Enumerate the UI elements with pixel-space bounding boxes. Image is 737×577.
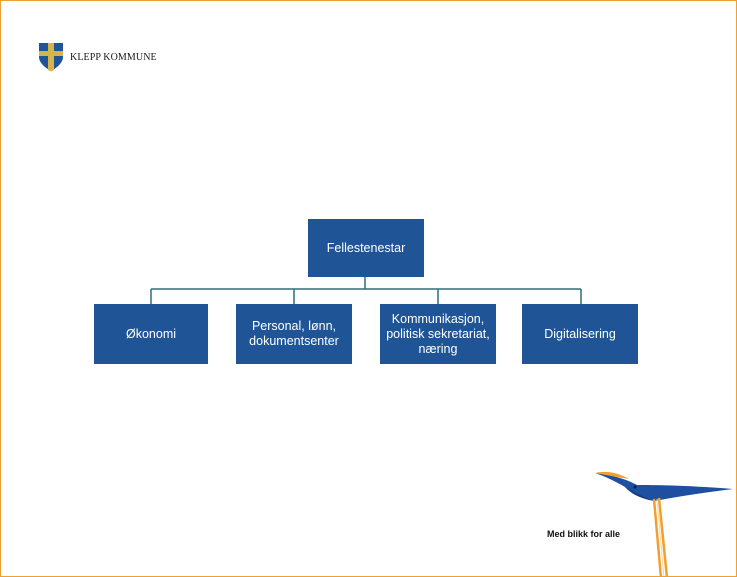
municipality-name: KLEPP KOMMUNE xyxy=(70,51,157,63)
coat-of-arms-icon xyxy=(39,43,63,72)
bird-logo-icon xyxy=(595,471,733,576)
org-box-fellestenestar: Fellestenestar xyxy=(308,219,424,277)
tagline: Med blikk for alle xyxy=(547,529,621,539)
org-box-kommunikasjon: Kommunikasjon, politisk sekretariat, nær… xyxy=(380,304,496,364)
org-box-personal: Personal, lønn, dokumentsenter xyxy=(236,304,352,364)
klepp-kommune-logo: KLEPP KOMMUNE xyxy=(38,42,157,72)
org-box-digitalisering: Digitalisering xyxy=(522,304,638,364)
org-box-okonomi: Økonomi xyxy=(94,304,208,364)
